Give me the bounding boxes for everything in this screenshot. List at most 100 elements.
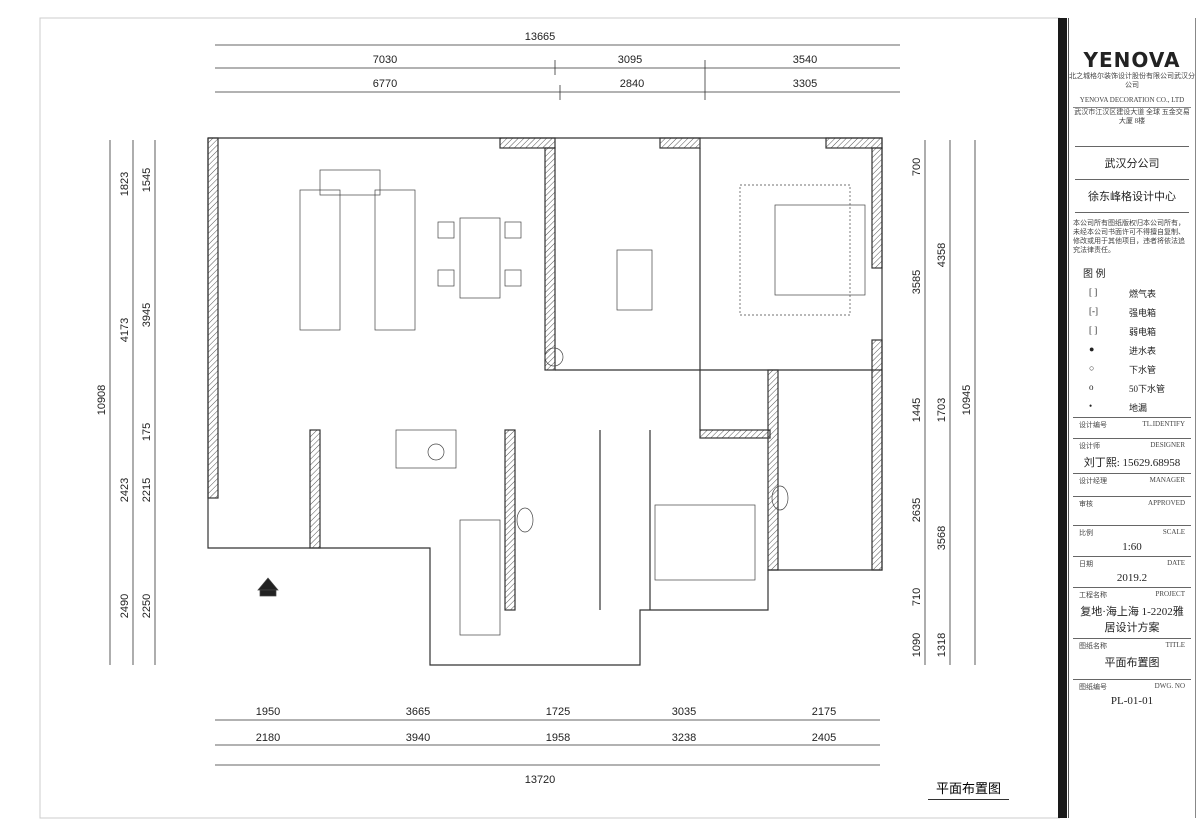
- branch-name: 武汉分公司: [1104, 158, 1160, 170]
- field-value: [1073, 430, 1191, 436]
- sofa: [299, 189, 341, 331]
- field-label-en: SCALE: [1162, 528, 1185, 536]
- dim-left: 2490: [119, 594, 131, 618]
- legend-label: 燃气表: [1129, 289, 1157, 299]
- legend-item: [ ] 燃气表: [1069, 284, 1195, 303]
- walls: [207, 137, 883, 666]
- title-field: 设计经理 MANAGER: [1073, 473, 1191, 496]
- field-label-en: TL.IDENTIFY: [1142, 420, 1185, 428]
- dim-right: 1318: [936, 633, 948, 657]
- field-label-cn: 日期: [1079, 560, 1093, 568]
- title-field: 设计编号 TL.IDENTIFY: [1073, 417, 1191, 438]
- dim-right-total: 10945: [961, 385, 973, 416]
- dim-left-total: 10908: [96, 385, 108, 416]
- dim-bottom: 2180: [256, 732, 280, 744]
- field-label-en: MANAGER: [1149, 476, 1185, 484]
- field-label-cn: 比例: [1079, 529, 1093, 537]
- dim-bottom: 3238: [672, 732, 696, 744]
- field-value: 平面布置图: [1104, 657, 1160, 669]
- dim-right: 1703: [936, 398, 948, 422]
- studio-name: 徐东峰格设计中心: [1088, 191, 1176, 203]
- dim-right: 710: [911, 588, 923, 606]
- field-label-cn: 工程名称: [1079, 591, 1107, 599]
- field-value: 刘丁熙: 15629.68958: [1083, 457, 1181, 469]
- dim-right: 1445: [911, 398, 923, 422]
- field-label-cn: 设计编号: [1079, 421, 1107, 429]
- company-logo: YENOVA: [1083, 48, 1181, 72]
- field-label-en: DWG. NO: [1154, 682, 1185, 690]
- legend-item: [-] 强电箱: [1069, 303, 1195, 322]
- dim-left: 4173: [119, 318, 131, 342]
- legend-label: 弱电箱: [1129, 327, 1157, 337]
- dim-left: 2423: [119, 478, 131, 502]
- dim-top: 3540: [793, 54, 817, 66]
- dim-right: 1090: [911, 633, 923, 657]
- field-label-cn: 审核: [1079, 500, 1093, 508]
- armchair: [374, 189, 416, 331]
- entrance-arrow: [257, 577, 279, 591]
- field-label-cn: 图纸编号: [1079, 683, 1107, 691]
- title-field: 设计师 DESIGNER 刘丁熙: 15629.68958: [1073, 438, 1191, 473]
- field-label-cn: 图纸名称: [1079, 642, 1107, 650]
- legend-label: 强电箱: [1129, 308, 1157, 318]
- toilet: [516, 507, 534, 533]
- legend-symbol-icon: [-]: [1089, 306, 1098, 316]
- field-label-en: APPROVED: [1148, 499, 1185, 507]
- legend-symbol-icon: [ ]: [1089, 287, 1098, 297]
- legend-item: ● 进水表: [1069, 341, 1195, 360]
- title-block-strip: [1058, 18, 1067, 818]
- dim-bottom: 2405: [812, 732, 836, 744]
- field-value: 1:60: [1122, 541, 1142, 553]
- sheet-border: [39, 17, 1060, 819]
- field-label-en: DESIGNER: [1150, 441, 1185, 449]
- field-label-en: DATE: [1167, 559, 1185, 567]
- dim-top: 7030: [373, 54, 397, 66]
- desk: [616, 249, 653, 311]
- dim-bottom: 3665: [406, 706, 430, 718]
- table: [395, 429, 457, 469]
- legend-label: 下水管: [1129, 365, 1157, 375]
- field-label-cn: 设计经理: [1079, 477, 1107, 485]
- legend-item: ○ 下水管: [1069, 360, 1195, 379]
- dining-table: [459, 217, 501, 299]
- legend-item: [ ]弱电箱: [1069, 322, 1195, 341]
- title-fields: 设计编号 TL.IDENTIFY 设计师 DESIGNER 刘丁熙: 15629.689…: [1069, 417, 1195, 710]
- field-value: [1073, 486, 1191, 492]
- legend-label: 地漏: [1129, 403, 1148, 413]
- dim-bottom-total: 13720: [525, 774, 556, 786]
- title-field: 审核 APPROVED: [1073, 496, 1191, 525]
- dim-left: 175: [141, 423, 153, 441]
- company-name-en: YENOVA DECORATION CO., LTD: [1079, 96, 1185, 104]
- dim-left: 3945: [141, 303, 153, 327]
- field-value: [1073, 509, 1191, 515]
- legend-symbol-icon: ○: [1089, 363, 1095, 373]
- dim-right: 700: [911, 158, 923, 176]
- dim-left: 1823: [119, 172, 131, 196]
- field-label-cn: 设计师: [1079, 442, 1100, 450]
- field-value: 复地·海上海 1-2202雅居设计方案: [1080, 606, 1184, 634]
- double-bed: [774, 204, 866, 296]
- legend-item: • 地漏: [1069, 398, 1195, 417]
- dim-left: 2215: [141, 478, 153, 502]
- dim-bottom: 3035: [672, 706, 696, 718]
- dim-bottom: 2175: [812, 706, 836, 718]
- legend-label: 进水表: [1129, 346, 1157, 356]
- dim-bottom: 1950: [256, 706, 280, 718]
- dim-right: 3585: [911, 270, 923, 294]
- dim-right: 3568: [936, 526, 948, 550]
- company-name: 北之城格尔装饰设计股份有限公司武汉分公司: [1069, 72, 1195, 89]
- bed-rug: [739, 184, 851, 316]
- dim-top: 3095: [618, 54, 642, 66]
- dimension-lines: [109, 44, 976, 766]
- legend-symbol-icon: •: [1089, 401, 1093, 411]
- field-value: PL-01-01: [1110, 695, 1154, 707]
- floor-plan: 13665 7030 3095 3540 6770 2840 3305 1950…: [39, 17, 1060, 819]
- legend-symbol-icon: ●: [1089, 344, 1095, 354]
- dim-top: 2840: [620, 78, 644, 90]
- legend-title: 图 例: [1083, 269, 1106, 280]
